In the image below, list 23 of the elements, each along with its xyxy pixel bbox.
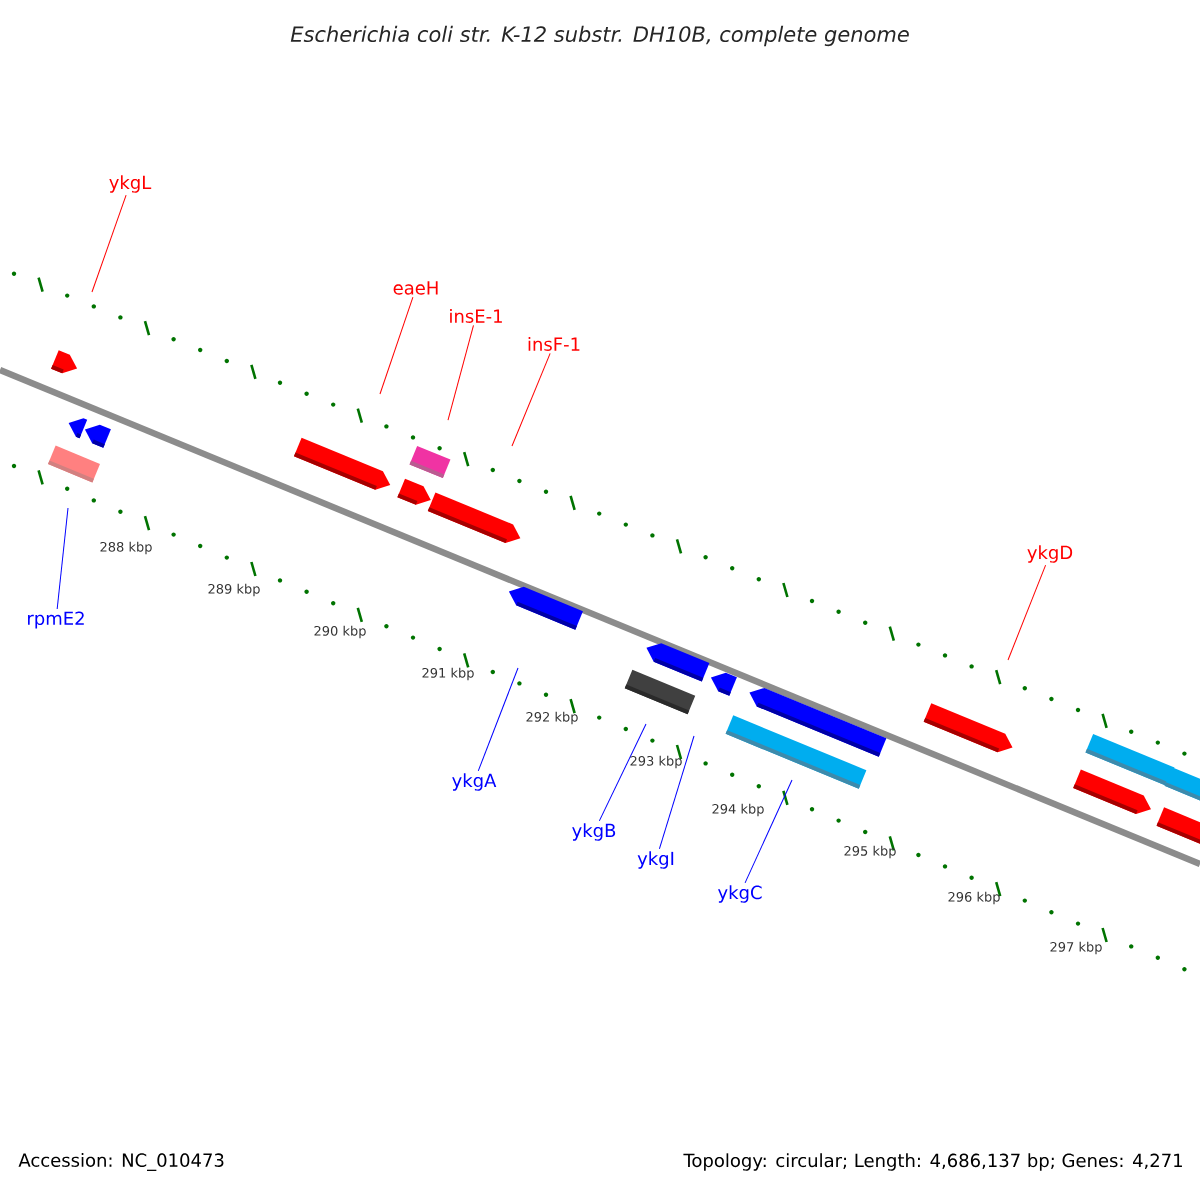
gene-label: ykgI bbox=[637, 851, 674, 869]
leader-line bbox=[91, 194, 127, 293]
leader-line bbox=[1007, 564, 1047, 661]
leader-line bbox=[598, 723, 647, 822]
leader-line bbox=[447, 324, 474, 421]
gene-label: ykgD bbox=[1027, 545, 1073, 563]
gene-label: insF-1 bbox=[528, 337, 580, 351]
leader-line bbox=[56, 507, 69, 610]
leader-line bbox=[658, 735, 695, 850]
gene-label: eaeH bbox=[393, 281, 438, 295]
gene-label: insE-1 bbox=[450, 309, 502, 323]
gene-label: ykgC bbox=[718, 885, 762, 903]
leader-line bbox=[511, 352, 551, 447]
leader-line bbox=[379, 296, 414, 395]
gene-label: ykgL bbox=[109, 175, 152, 193]
accession-text: Accession: NC_010473 bbox=[18, 1153, 224, 1171]
title: Escherichia coli str. K-12 substr. DH10B, complete genome bbox=[290, 25, 909, 47]
leader-line bbox=[477, 667, 519, 772]
gene-label: ykgA bbox=[452, 773, 497, 791]
leader-line bbox=[744, 779, 793, 884]
gene-label: rpmE2 bbox=[28, 611, 84, 629]
genome-info-text: Topology: circular; Length: 4,686,137 bp; Genes: 4,271 bbox=[683, 1153, 1182, 1171]
gene-label: ykgB bbox=[572, 823, 616, 841]
